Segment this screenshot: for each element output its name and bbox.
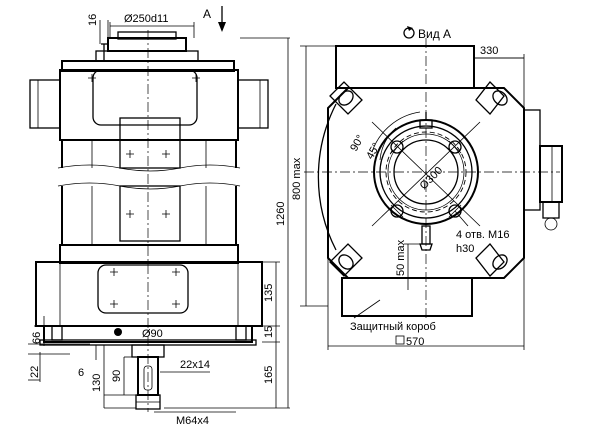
dim-key-22x14: 22x14 (180, 359, 210, 371)
dim-1260: 1260 (275, 202, 287, 226)
view-a-title: Вид А (418, 27, 451, 41)
dim-130: 130 (91, 374, 103, 392)
dim-50-max: 50 max (395, 239, 407, 276)
dim-330: 330 (480, 45, 498, 57)
holes-note: 4 отв. M16 (456, 229, 509, 241)
dim-diameter-90: Ø90 (142, 328, 163, 340)
dim-15: 15 (263, 326, 275, 338)
dim-16: 16 (87, 14, 99, 26)
dim-90: 90 (111, 370, 123, 382)
angle-90: 90° (348, 133, 367, 153)
dim-6: 6 (78, 367, 84, 379)
dim-66: 66 (31, 332, 43, 344)
dim-diameter-250: Ø250d11 (124, 13, 168, 25)
view-a (300, 26, 563, 350)
dim-135: 135 (263, 284, 275, 302)
view-arrow-letter: A (203, 7, 211, 21)
dim-165: 165 (263, 366, 275, 384)
dim-800-max: 800 max (291, 157, 303, 200)
front-view (28, 6, 290, 413)
protective-box-label: Защитный короб (350, 321, 436, 333)
dim-thread-m64: M64x4 (176, 415, 209, 427)
dim-square-570: 570 (406, 336, 424, 348)
depth-note: h30 (456, 243, 474, 255)
dim-22: 22 (29, 366, 41, 378)
